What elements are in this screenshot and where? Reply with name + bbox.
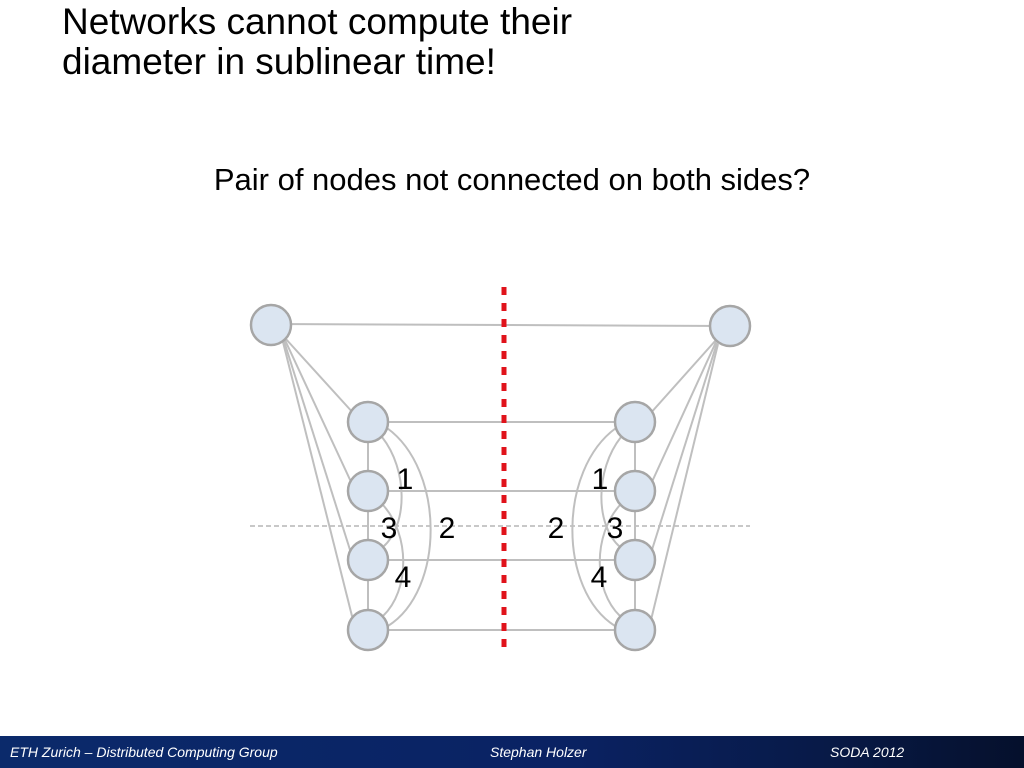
label-left-4: 4 [395, 561, 412, 594]
label-right-1: 1 [592, 463, 609, 496]
node-left-4 [346, 608, 390, 652]
edge-right-apex-2 [650, 341, 717, 485]
node-left-1 [346, 400, 390, 444]
title-line-2: diameter in sublinear time! [62, 41, 496, 82]
edge-left-apex-3 [283, 340, 352, 554]
edge-right-arc-1-4 [571, 427, 617, 627]
edge-left-apex-2 [284, 339, 353, 485]
node-right-1 [613, 400, 657, 444]
edge-left-apex-4 [282, 341, 354, 621]
node-left-3 [346, 538, 390, 582]
label-left-3: 3 [381, 512, 398, 545]
edge-right-arc-2-4 [598, 504, 621, 617]
edge-top [270, 323, 731, 327]
footer-organization: ETH Zurich – Distributed Computing Group [10, 744, 278, 760]
label-right-4: 4 [591, 561, 608, 594]
node-right-apex [708, 304, 752, 348]
node-right-2 [613, 469, 657, 513]
edge-left-arc-1-3 [381, 436, 403, 548]
label-right-3: 3 [607, 512, 624, 545]
graph-edges [270, 323, 731, 631]
edge-right-apex-4 [650, 343, 719, 621]
node-left-2 [346, 469, 390, 513]
slide-title: Networks cannot compute their diameter i… [62, 2, 702, 82]
edge-labels: 1 3 2 4 1 2 3 4 [381, 463, 624, 594]
edge-left-arc-1-4 [386, 427, 432, 627]
slide-subtitle: Pair of nodes not connected on both side… [213, 162, 811, 197]
label-right-2: 2 [548, 512, 565, 545]
node-left-apex [249, 303, 293, 347]
edge-right-arc-1-3 [600, 436, 622, 548]
edge-right-apex-1 [648, 339, 717, 416]
label-left-2: 2 [439, 512, 456, 545]
footer-author: Stephan Holzer [490, 744, 587, 760]
label-left-1: 1 [397, 463, 414, 496]
node-right-3 [613, 538, 657, 582]
edge-left-apex-1 [284, 337, 356, 416]
node-right-4 [613, 608, 657, 652]
edge-left-arc-2-4 [382, 504, 405, 617]
edge-right-apex-3 [650, 342, 718, 554]
footer-venue: SODA 2012 [830, 744, 905, 760]
graph-nodes [249, 303, 752, 652]
title-line-1: Networks cannot compute their [62, 1, 573, 42]
slide-footer: ETH Zurich – Distributed Computing Group… [0, 736, 1024, 768]
